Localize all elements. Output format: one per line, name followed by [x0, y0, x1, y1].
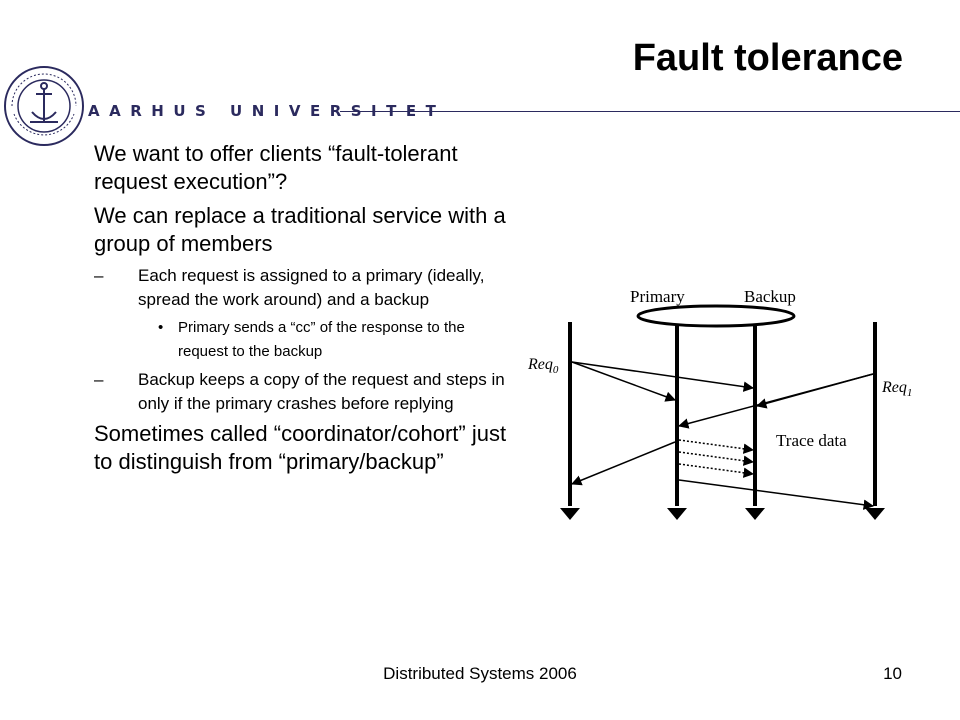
client-0-end-arrow: [560, 508, 580, 520]
reply-to-client-0-arrow: [571, 441, 676, 486]
point-replace-service: We can replace a traditional service wit…: [94, 203, 506, 256]
footer-page-number: 10: [883, 664, 902, 683]
slide-title: Fault tolerance: [632, 37, 903, 79]
trace-arrow-3: [678, 463, 755, 478]
subpoint-text: Each request is assigned to a primary (i…: [138, 266, 485, 309]
req0-to-backup-arrow: [571, 361, 755, 392]
message-arrows: [571, 361, 875, 510]
reply-to-client-1-arrow: [678, 479, 875, 510]
trace-data-label: Trace data: [776, 431, 847, 450]
university-seal-logo: [4, 66, 84, 146]
header-rule: [340, 111, 960, 112]
trace-arrow-1: [678, 439, 755, 454]
primary-label: Primary: [630, 287, 685, 306]
subsubpoint-cc-response: • Primary sends a “cc” of the response t…: [94, 316, 514, 364]
backup-end-arrow: [745, 508, 765, 520]
backup-label: Backup: [744, 287, 796, 306]
group-ellipse: [636, 304, 796, 328]
subpoint-backup-keeps-copy: – Backup keeps a copy of the request and…: [94, 368, 514, 416]
point-coordinator-cohort: Sometimes called “coordinator/cohort” ju…: [94, 421, 507, 474]
req1-label: Req1: [881, 379, 912, 399]
point-fault-tolerant-execution: We want to offer clients “fault-tolerant…: [94, 141, 458, 194]
process-timelines: [568, 322, 877, 506]
primary-end-arrow: [667, 508, 687, 520]
req0-to-primary-arrow: [571, 361, 676, 402]
subpoint-text: Backup keeps a copy of the request and s…: [138, 370, 505, 413]
trace-data-arrows: [678, 439, 755, 478]
req1-to-primary-arrow: [677, 373, 874, 429]
slide-body: We want to offer clients “fault-tolerant…: [94, 140, 514, 482]
req0-label: Req0: [527, 356, 559, 376]
subpoint-primary-backup-assignment: – Each request is assigned to a primary …: [94, 264, 514, 312]
dash-marker: –: [94, 266, 104, 285]
client-1-end-arrow: [865, 508, 885, 520]
dash-marker: –: [94, 370, 104, 389]
trace-arrow-2: [678, 451, 755, 466]
primary-backup-diagram: Primary Backup Req0 Req1 Trace data: [527, 287, 912, 520]
timeline-arrowheads: [560, 508, 885, 520]
bullet-marker: •: [158, 319, 164, 336]
university-name: AARHUS UNIVERSITET: [88, 102, 446, 120]
subsubpoint-text: Primary sends a “cc” of the response to …: [178, 319, 465, 360]
footer-course: Distributed Systems 2006: [383, 664, 577, 683]
